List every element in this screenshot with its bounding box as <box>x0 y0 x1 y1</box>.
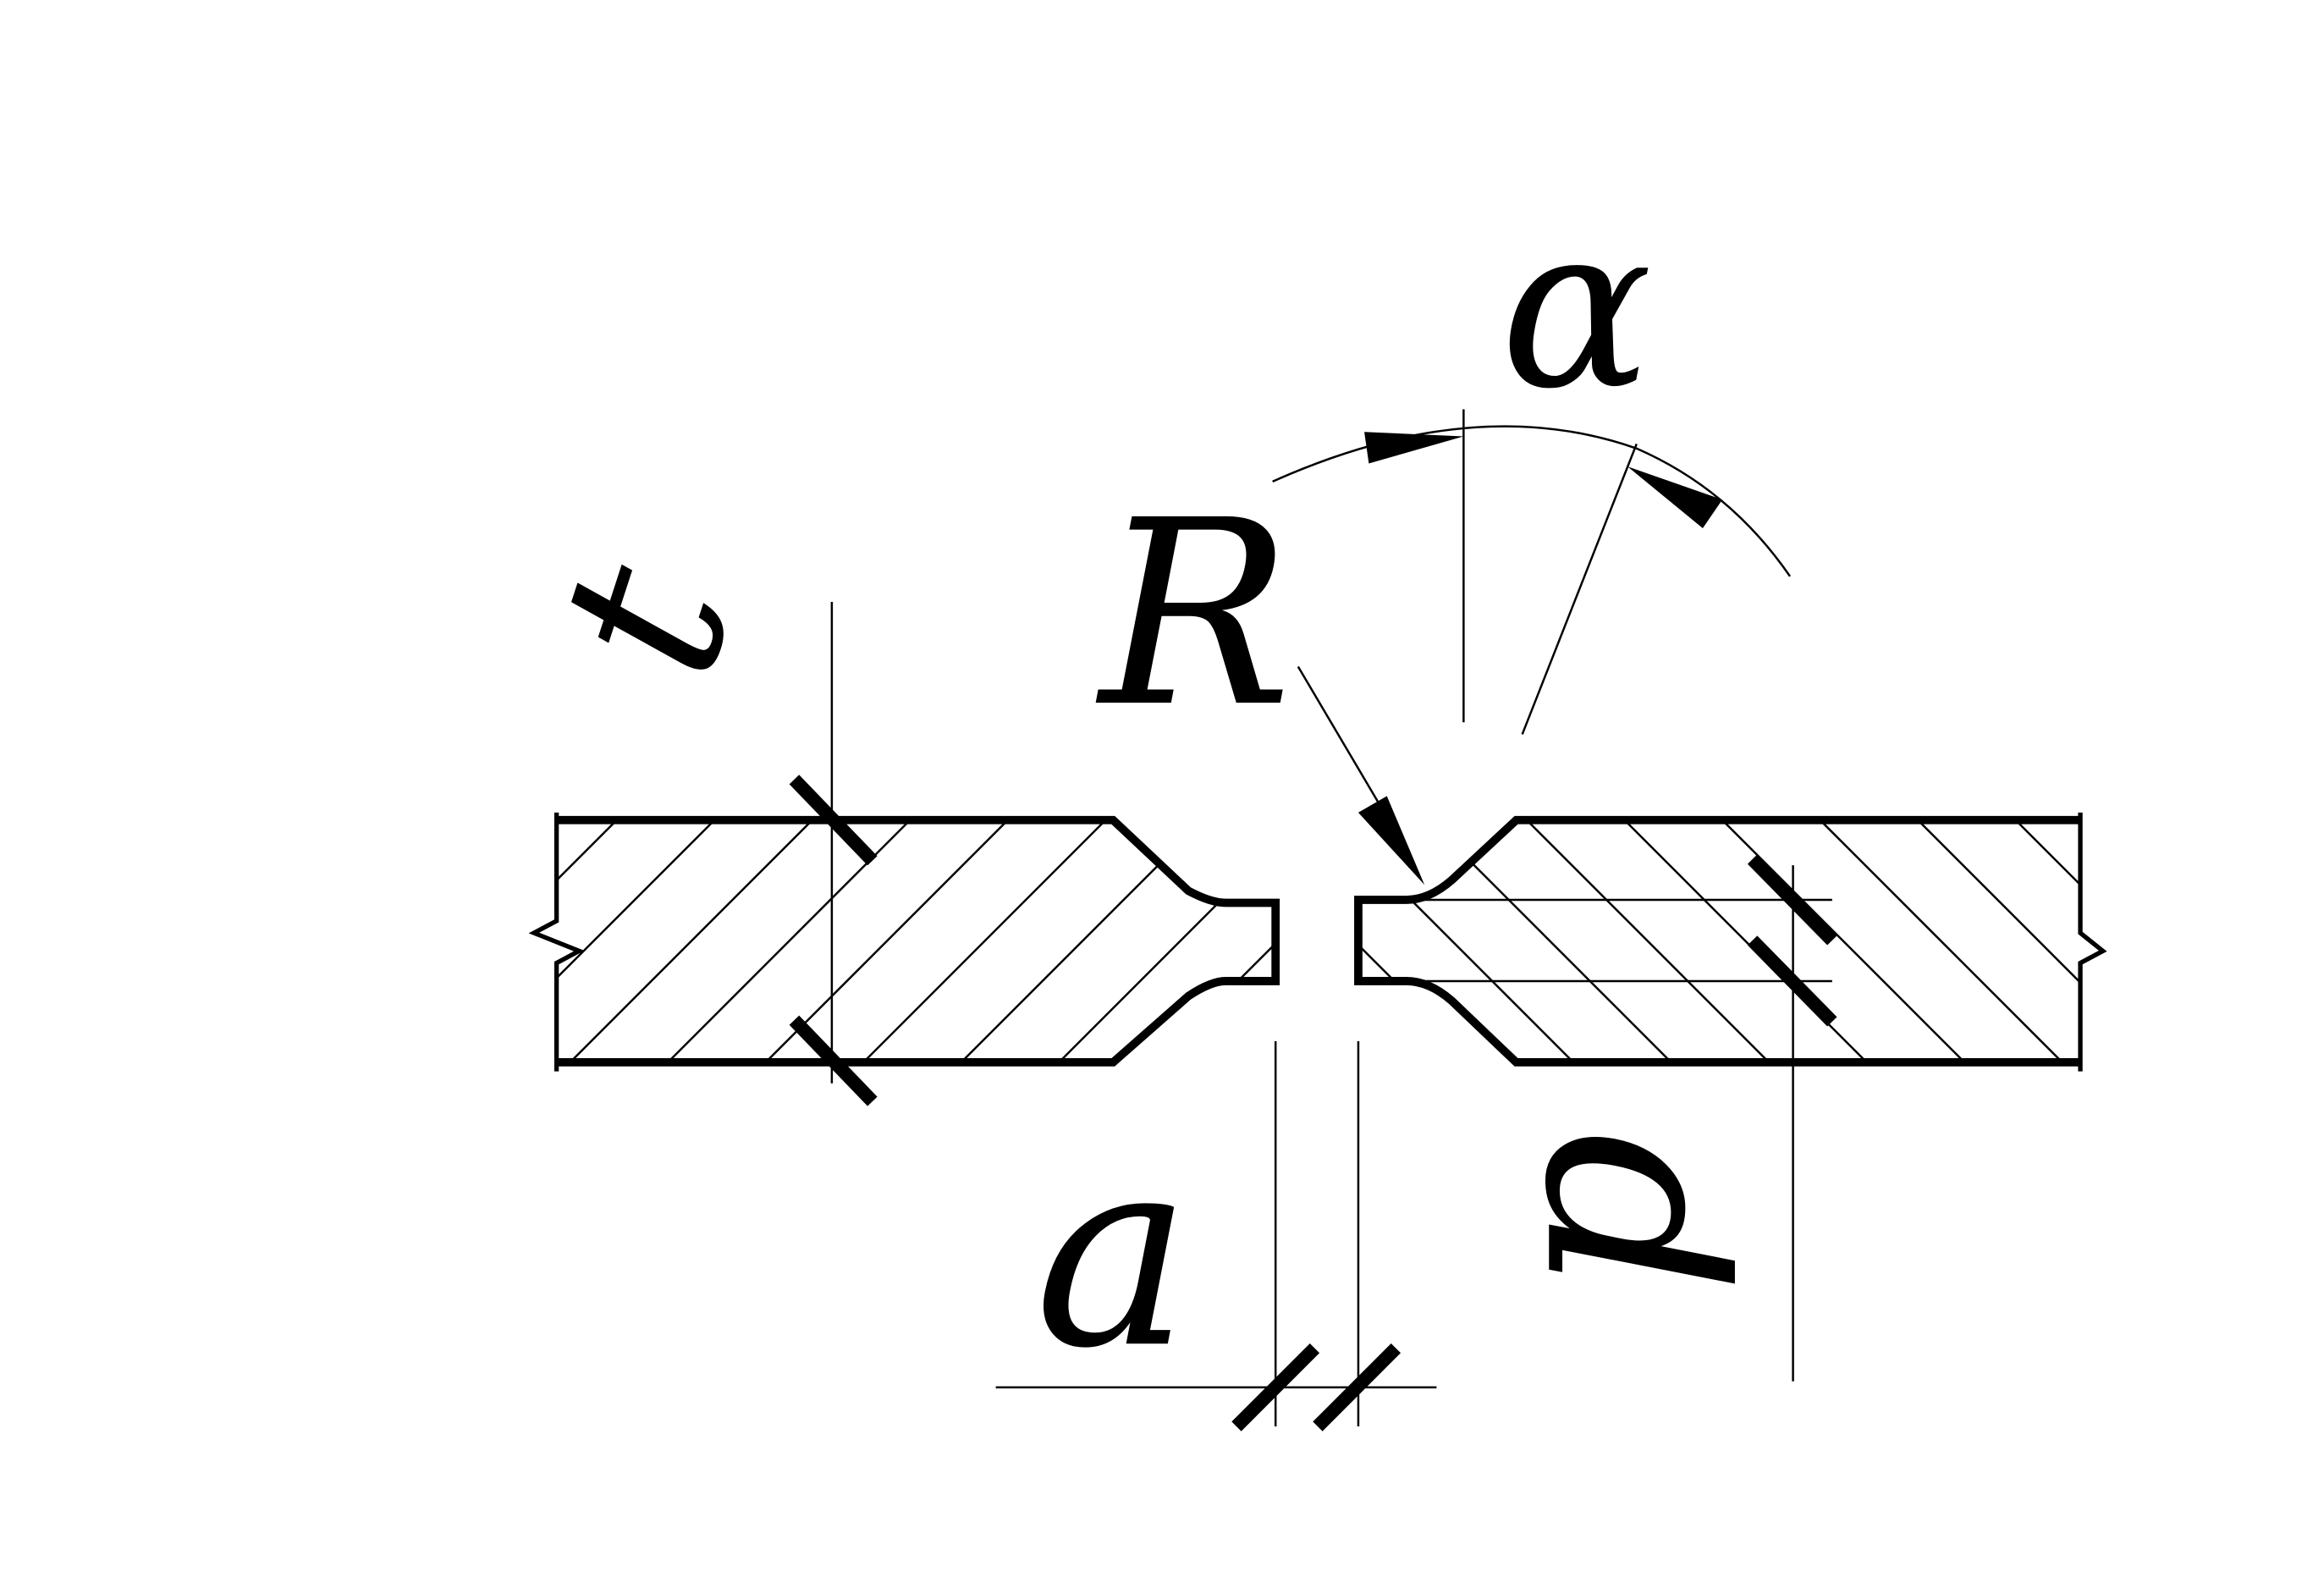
a-tick-right <box>1313 1343 1402 1431</box>
label-r: R <box>1096 466 1292 764</box>
alpha-bevel-line <box>1521 443 1638 735</box>
alpha-arrow-left <box>1364 432 1464 464</box>
label-a: a <box>1035 1100 1192 1406</box>
r-leader-line <box>1297 665 1393 825</box>
label-p: p <box>1446 1131 1743 1294</box>
left-plate-outline <box>556 815 1280 1067</box>
left-plate-hatching <box>533 819 1276 1062</box>
right-plate-outline <box>1354 815 2081 1067</box>
right-break-line <box>2078 812 2107 1072</box>
label-alpha: α <box>1501 176 1653 438</box>
label-t: t <box>506 535 784 703</box>
a-tick-left <box>1231 1343 1320 1431</box>
t-tick-bottom <box>789 1015 878 1106</box>
p-tick-top <box>1747 854 1837 946</box>
p-tick-bottom <box>1747 935 1837 1027</box>
left-break-line <box>528 812 585 1072</box>
r-arrow <box>1358 796 1425 885</box>
t-tick-top <box>789 775 878 866</box>
alpha-arrow-right <box>1627 466 1723 528</box>
